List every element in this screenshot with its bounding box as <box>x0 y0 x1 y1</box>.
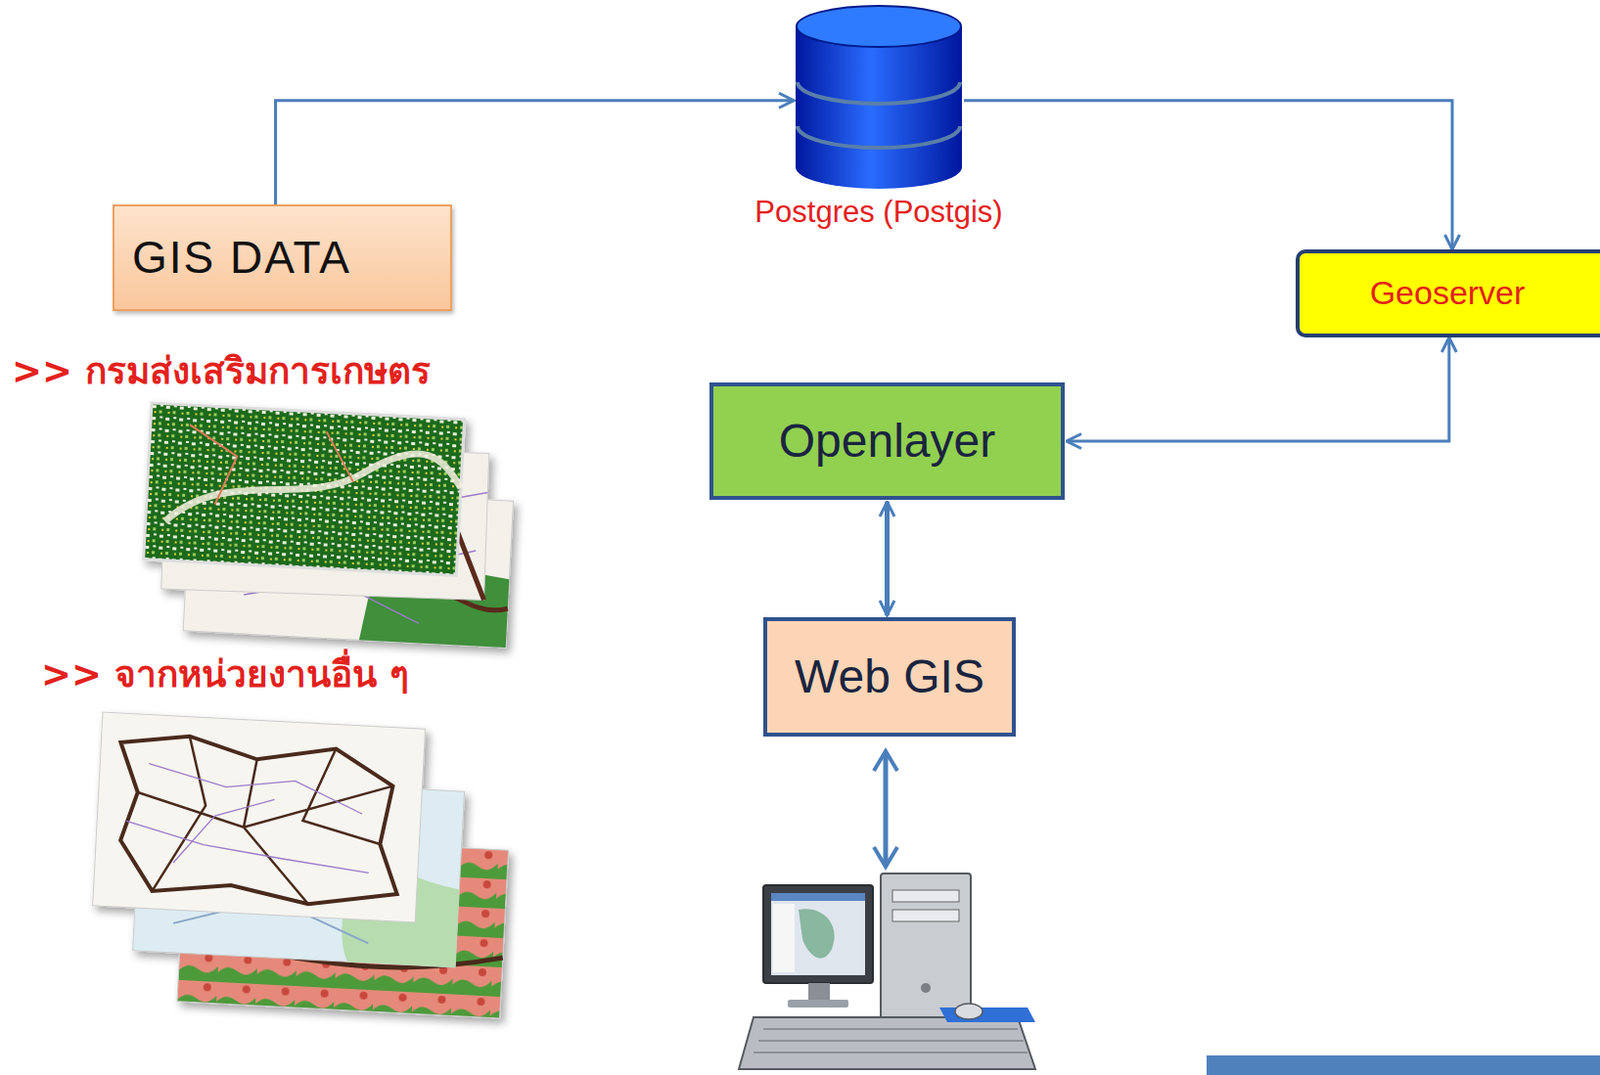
database-cylinder: Postgres (Postgis) <box>795 4 962 189</box>
source-label: >> จากหน่วยงานอื่น ๆ <box>41 653 410 697</box>
flow-arrow <box>963 100 1453 250</box>
server-box: Geoserver <box>1295 249 1600 338</box>
database-symbol <box>795 4 962 189</box>
library-box: Openlayer <box>709 382 1065 501</box>
box-label: Web GIS <box>794 649 985 704</box>
box-label: GIS DATA <box>132 231 352 284</box>
source-label: >> กรมส่งเสริมการเกษตร <box>11 350 431 394</box>
map-stack <box>92 712 509 1019</box>
box-label: Geoserver <box>1370 274 1526 313</box>
computer-icon <box>738 873 1036 1070</box>
flow-arrow <box>1066 337 1450 442</box>
flow-arrow <box>275 100 794 205</box>
arrow-head <box>873 751 898 772</box>
link-line <box>883 755 889 864</box>
box-label: Openlayer <box>778 413 996 468</box>
arrow-head <box>873 847 898 868</box>
footer-band <box>1206 1055 1600 1075</box>
data-source-box: GIS DATA <box>112 204 453 312</box>
database-label: Postgres (Postgis) <box>754 194 1003 230</box>
map-stack <box>143 403 514 648</box>
application-box: Web GIS <box>763 617 1016 737</box>
flow-arrow <box>884 502 890 616</box>
